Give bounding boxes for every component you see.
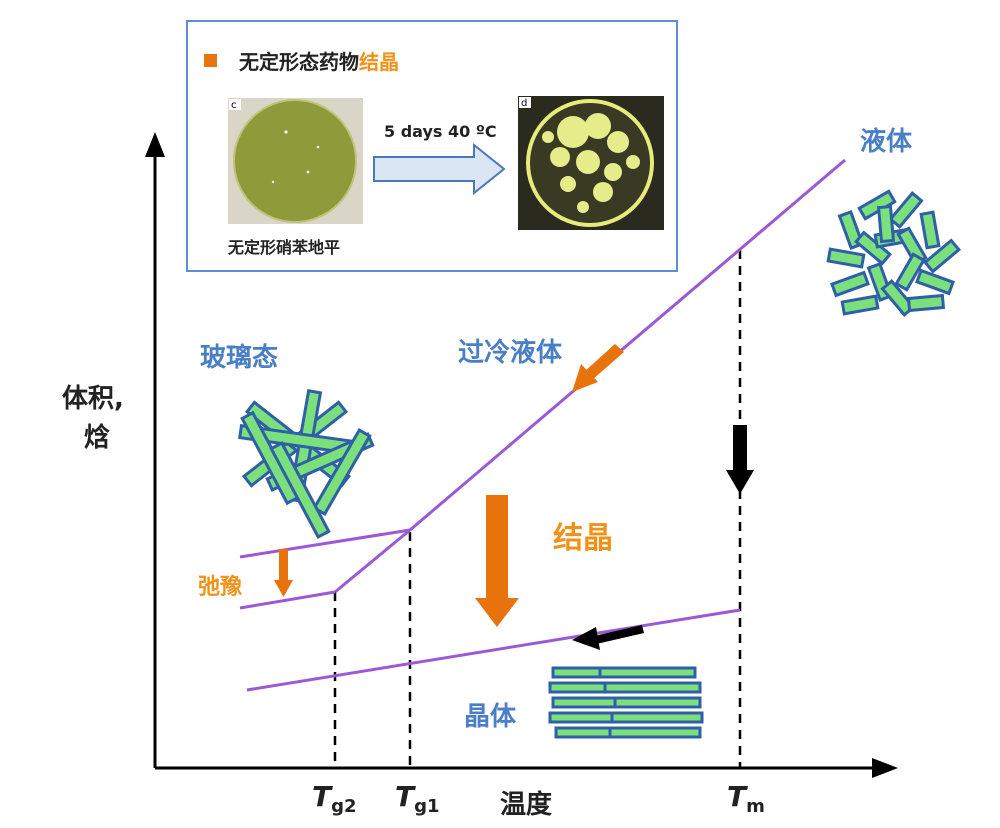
photo-after-tag: d [521, 98, 527, 109]
tick-tg2-main: T [312, 780, 333, 813]
liquid-curve [409, 158, 846, 532]
orange-arrow-supercool [572, 344, 624, 392]
region-crystal: 晶体 [464, 702, 517, 732]
glass-rods [238, 389, 375, 539]
black-arrow-down [726, 425, 754, 494]
tick-tg1-main: T [395, 780, 416, 813]
black-arrow-left [572, 625, 644, 650]
tick-tg2-sub: g2 [331, 796, 356, 817]
legend-text: 无定形态药物 [239, 50, 359, 74]
y-axis-label-line1: 体积, [62, 384, 124, 414]
x-axis-arrowhead [872, 758, 898, 778]
region-supercooled: 过冷液体 [458, 337, 563, 368]
y-axis-arrowhead [145, 132, 165, 157]
crystal-rods [548, 666, 704, 739]
tick-tm: Tm [727, 780, 765, 817]
tick-tm-main: T [727, 780, 748, 813]
legend-highlight: 结晶 [359, 50, 399, 74]
tick-tg1: Tg1 [395, 780, 440, 817]
crystal-curve [246, 608, 741, 692]
orange-arrow-relaxation [274, 549, 293, 597]
region-crystallization: 结晶 [553, 521, 613, 556]
region-relaxation: 弛豫 [198, 574, 242, 600]
y-axis-label-line2: 焓 [84, 422, 110, 453]
tick-tm-sub: m [746, 796, 765, 817]
region-glass: 玻璃态 [200, 342, 278, 373]
inset-legend: 无定形态药物结晶 [204, 46, 399, 75]
legend-square-icon [204, 54, 217, 67]
glass-curve-upper [239, 528, 411, 559]
x-axis-label: 温度 [500, 789, 552, 820]
photo-before-tag: c [231, 100, 237, 111]
days-label: 5 days 40 ºC [384, 122, 497, 141]
inset-graphics: c d [228, 96, 664, 230]
glass-curve-transition [334, 528, 411, 594]
liquid-rods [826, 189, 961, 317]
transition-arrow-icon [373, 142, 506, 196]
region-liquid: 液体 [860, 127, 913, 157]
photo-before: c [228, 98, 363, 224]
tick-tg2: Tg2 [312, 780, 357, 817]
orange-arrow-crystallization [475, 495, 519, 627]
photo-after: d [518, 96, 664, 230]
curves [239, 158, 846, 692]
glass-curve-lower [239, 590, 336, 610]
photo-before-caption: 无定形硝苯地平 [228, 238, 341, 257]
tick-tg1-sub: g1 [414, 796, 439, 817]
inset-panel: 无定形态药物结晶 c [186, 20, 678, 272]
